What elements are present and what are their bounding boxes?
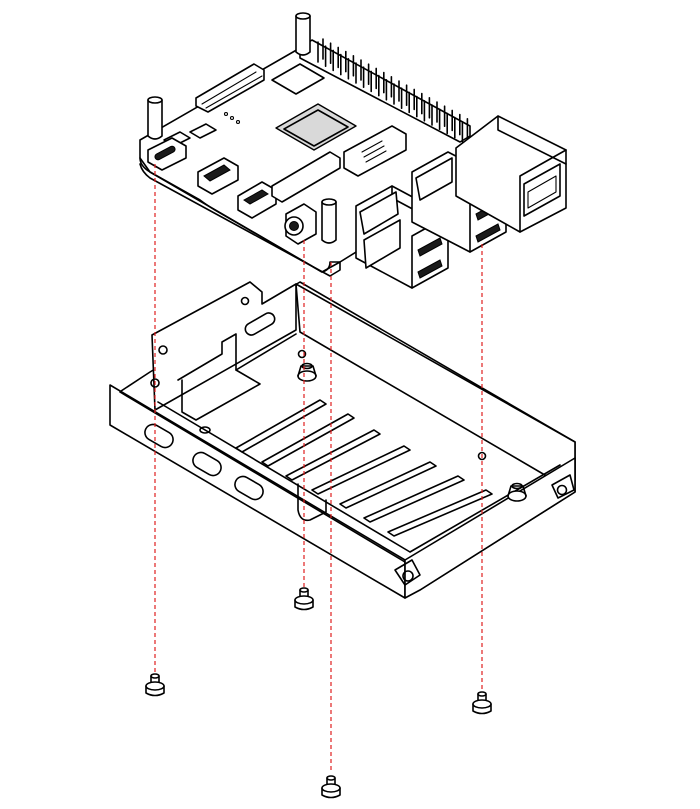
screw-icon (145, 673, 165, 697)
usb-stack-1 (355, 185, 449, 289)
tray-front-cutout (144, 423, 174, 449)
tray-vent-slots (235, 399, 493, 537)
ram-label-lines (361, 140, 387, 163)
tray-wall-hole (240, 296, 250, 306)
cpu-chip (275, 103, 357, 151)
tray-front-cutout (234, 475, 264, 501)
cpu-chip-die (283, 109, 349, 147)
standoff-icon (147, 96, 163, 140)
gpio-header (299, 38, 471, 143)
camera-connector (271, 151, 341, 203)
tray-back-wall (151, 281, 297, 411)
standoff-icon (321, 198, 337, 244)
tray-corner-hole (402, 570, 414, 582)
ethernet-port (455, 115, 567, 233)
alignment-guides (154, 164, 483, 770)
screw-icon (321, 775, 341, 799)
tray-boss (507, 485, 527, 497)
tray-boss (297, 370, 317, 382)
screw-icon (294, 587, 314, 611)
tray-boss (297, 365, 317, 377)
tray-front-return (404, 457, 576, 599)
tray-right-tab (551, 474, 575, 499)
screw-icon (472, 691, 492, 715)
tray-corner-tab (394, 559, 421, 586)
case-tray (109, 281, 576, 599)
tray-right-hole (556, 484, 568, 496)
tray-floor-hole (297, 349, 307, 359)
ic-chip (271, 63, 325, 95)
tray-boss (507, 490, 527, 502)
circuit-board (139, 12, 567, 289)
pcb-edge (139, 157, 341, 277)
tray-wall-hole (150, 378, 160, 388)
standoff-icon (295, 12, 311, 56)
tray-front-cutout (192, 451, 222, 477)
tray-wall-hole (158, 345, 168, 355)
tray-boss (199, 426, 211, 434)
small-component (189, 123, 217, 139)
tray-floor-hole (477, 451, 487, 461)
tray-front-lip (119, 391, 561, 563)
tray-wall-slot (244, 312, 276, 336)
tray-inner-edge (235, 333, 297, 371)
